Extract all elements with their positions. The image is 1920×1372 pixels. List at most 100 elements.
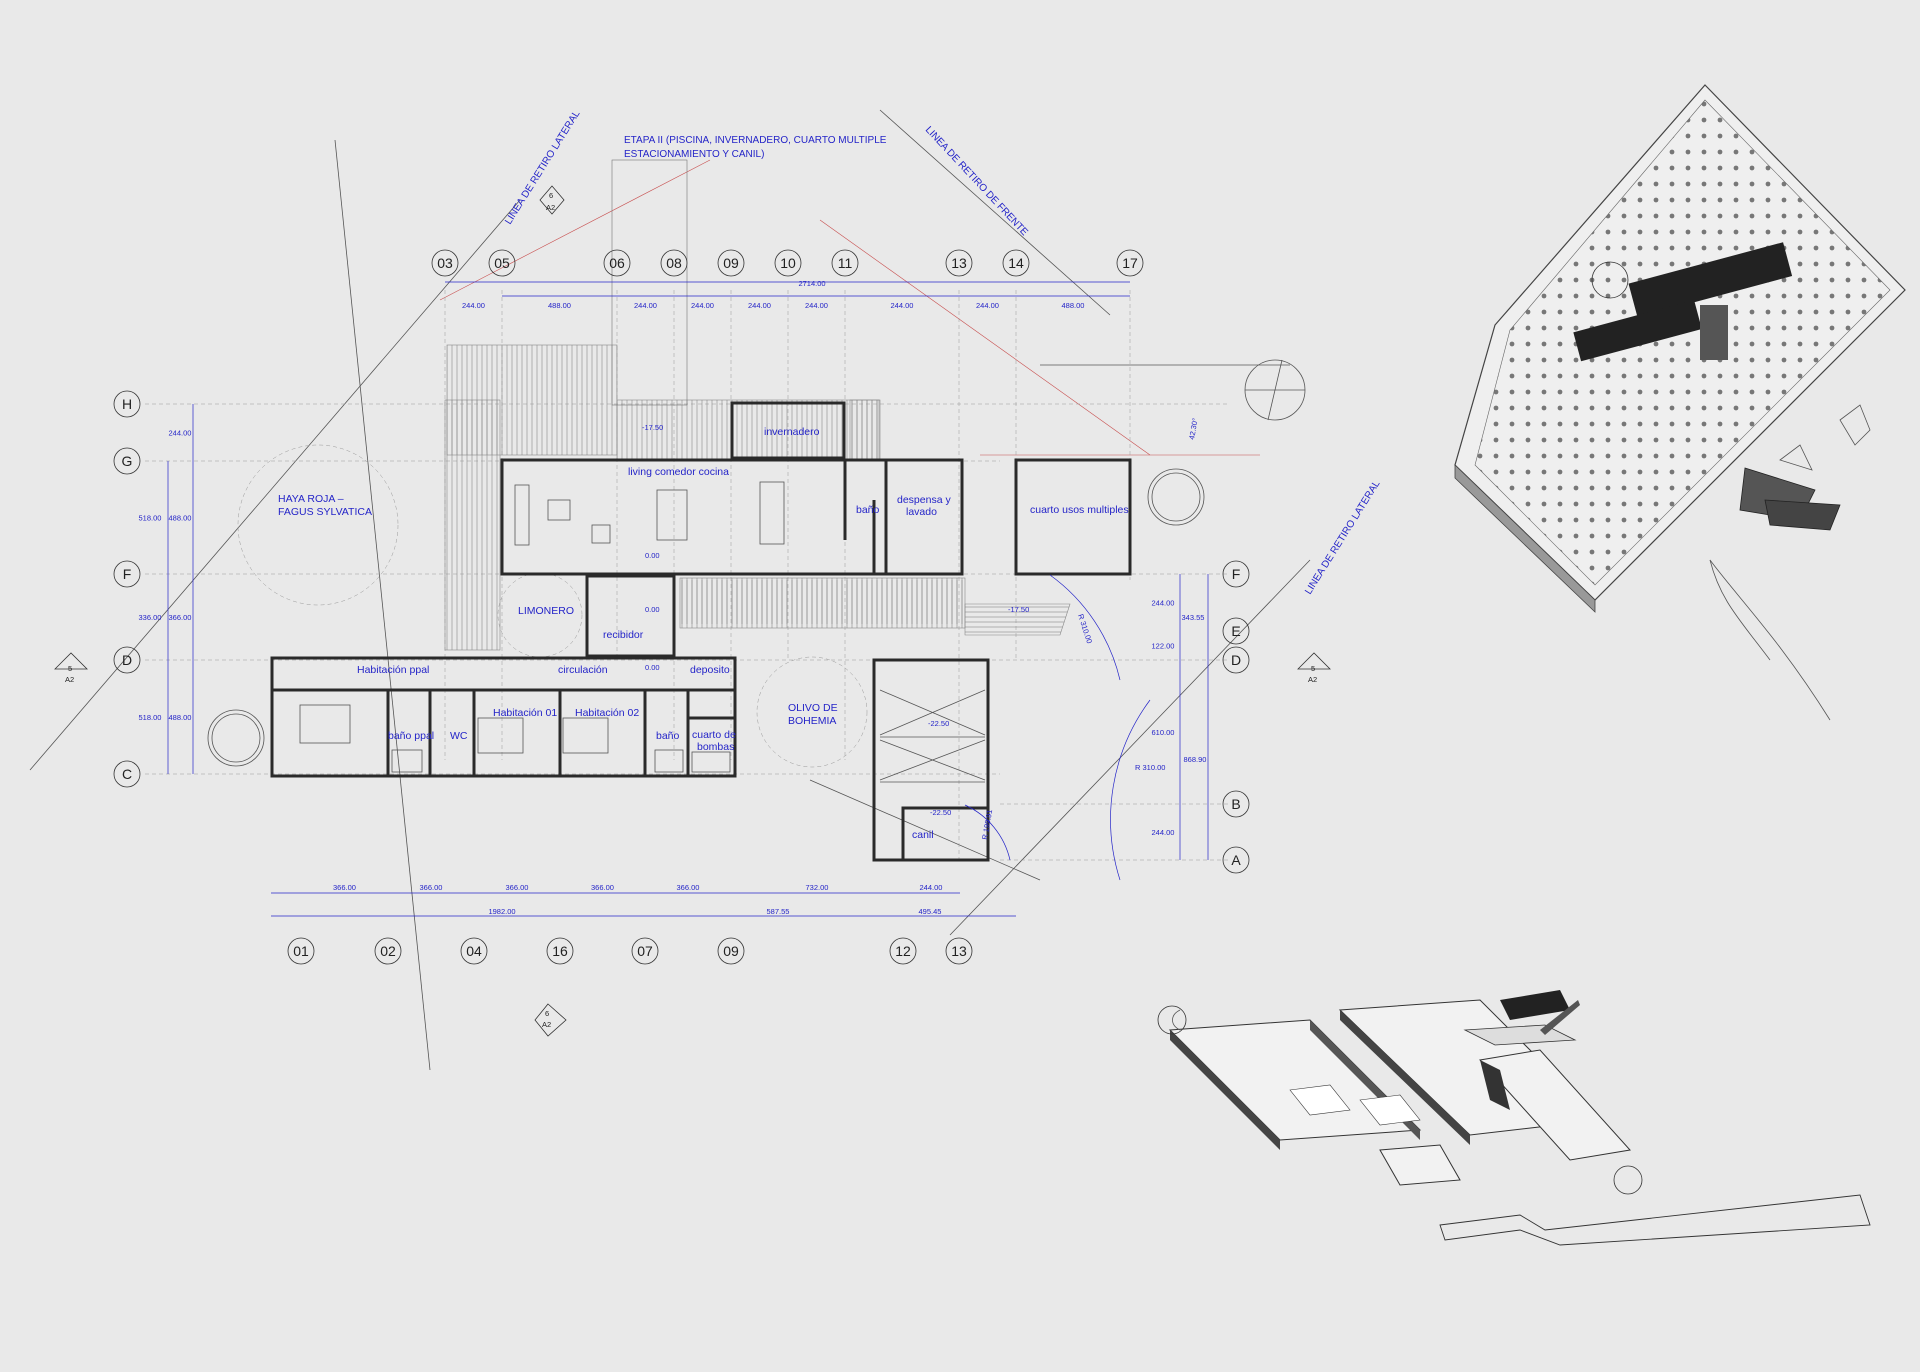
room-habitacion-02: Habitación 02 bbox=[575, 707, 639, 719]
olivo-tree bbox=[756, 656, 868, 768]
section-markers: 6 A2 6 A2 5 A2 5 A2 bbox=[54, 185, 1331, 1037]
setback-front-label: LINEA DE RETIRO DE FRENTE bbox=[923, 125, 1030, 239]
room-labels: invernadero living comedor cocina baño d… bbox=[357, 426, 1129, 841]
room-despensa-1: despensa y bbox=[897, 494, 951, 506]
dim-top-3: 244.00 bbox=[691, 301, 714, 310]
grid-axis-top-05: 05 bbox=[488, 249, 516, 277]
dim-top-total: 2714.00 bbox=[798, 279, 825, 288]
svg-text:04: 04 bbox=[466, 943, 482, 959]
room-recibidor: recibidor bbox=[603, 629, 644, 641]
stairs bbox=[680, 580, 965, 624]
section-marker-left: 5 A2 bbox=[54, 652, 88, 684]
svg-text:A: A bbox=[1231, 852, 1241, 868]
grid-axis-bottom-02: 02 bbox=[374, 937, 402, 965]
level-hall: 0.00 bbox=[645, 605, 660, 614]
svg-text:F: F bbox=[123, 566, 132, 582]
svg-text:D: D bbox=[1231, 652, 1241, 668]
grid-axis-right-A: A bbox=[1222, 846, 1250, 874]
dim-bottom-2: 366.00 bbox=[506, 883, 529, 892]
living-walls bbox=[500, 458, 964, 576]
dim-bottom-6: 244.00 bbox=[920, 883, 943, 892]
grid-axis-bottom-04: 04 bbox=[460, 937, 488, 965]
grid-axis-top-10: 10 bbox=[774, 249, 802, 277]
dim-right-outer-0: 343.55 bbox=[1182, 613, 1205, 622]
dim-top-8: 488.00 bbox=[1062, 301, 1085, 310]
svg-text:11: 11 bbox=[838, 255, 853, 271]
svg-text:A2: A2 bbox=[546, 203, 555, 212]
radius-2: R 310.00 bbox=[1135, 763, 1165, 772]
dim-bottom-5: 732.00 bbox=[806, 883, 829, 892]
grid-axis-right-B: B bbox=[1222, 790, 1250, 818]
fagus-label: FAGUS SYLVATICA bbox=[278, 506, 372, 518]
grid-axis-left-F: F bbox=[113, 560, 141, 588]
svg-text:D: D bbox=[122, 652, 132, 668]
dim-top-1: 488.00 bbox=[548, 301, 571, 310]
level-ramp: -17.50 bbox=[1008, 605, 1029, 614]
svg-text:09: 09 bbox=[723, 943, 739, 959]
svg-text:E: E bbox=[1231, 623, 1240, 639]
room-habitacion-01: Habitación 01 bbox=[493, 707, 557, 719]
dim-right-inner-3: 244.00 bbox=[1152, 828, 1175, 837]
section-marker-top: 6 A2 bbox=[539, 185, 565, 215]
setback-lines bbox=[29, 109, 1311, 1071]
dim-top-2: 244.00 bbox=[634, 301, 657, 310]
svg-text:02: 02 bbox=[380, 943, 396, 959]
level-canil: -22.50 bbox=[930, 808, 951, 817]
room-cuarto-usos: cuarto usos multiples bbox=[1030, 504, 1129, 516]
svg-text:6: 6 bbox=[545, 1009, 549, 1018]
svg-text:B: B bbox=[1231, 796, 1240, 812]
svg-text:5: 5 bbox=[1311, 664, 1315, 673]
dim-top-4: 244.00 bbox=[748, 301, 771, 310]
svg-text:F: F bbox=[1232, 566, 1241, 582]
grid-axis-bottom-12: 12 bbox=[889, 937, 917, 965]
dim-top-6: 244.00 bbox=[891, 301, 914, 310]
olivo-label-2: BOHEMIA bbox=[788, 715, 836, 727]
level-greenhouse: -17.50 bbox=[642, 423, 663, 432]
grid-axis-top-06: 06 bbox=[603, 249, 631, 277]
water-tank-right bbox=[1147, 468, 1205, 526]
svg-text:07: 07 bbox=[637, 943, 653, 959]
room-wc: WC bbox=[450, 730, 468, 742]
room-bombas-2: bombas bbox=[697, 741, 734, 753]
room-invernadero: invernadero bbox=[764, 426, 820, 438]
grid-axis-bottom-13: 13 bbox=[945, 937, 973, 965]
angle-mark: 42.30° bbox=[1187, 417, 1200, 440]
room-bano-ppal: baño ppal bbox=[388, 730, 434, 742]
dim-right-inner-1: 122.00 bbox=[1152, 642, 1175, 651]
grid-axis-top-09: 09 bbox=[717, 249, 745, 277]
level-circulation: 0.00 bbox=[645, 663, 660, 672]
deck-areas bbox=[444, 159, 1071, 651]
section-marker-bottom: 6 A2 bbox=[534, 1003, 567, 1037]
despensa-walls bbox=[884, 458, 964, 576]
room-circulacion: circulación bbox=[558, 664, 608, 676]
grid-axis-top-08: 08 bbox=[660, 249, 688, 277]
svg-text:14: 14 bbox=[1008, 255, 1024, 271]
multipurpose-walls bbox=[1014, 458, 1132, 576]
grid-axis-bottom-09: 09 bbox=[717, 937, 745, 965]
room-living: living comedor cocina bbox=[628, 466, 729, 478]
dim-left-inner-0: 244.00 bbox=[169, 429, 192, 438]
svg-text:10: 10 bbox=[780, 255, 796, 271]
setback-lateral-left-label: LINEA DE RETIRO LATERAL bbox=[503, 108, 583, 226]
grid-axis-top-17: 17 bbox=[1116, 249, 1144, 277]
canil-walls bbox=[901, 806, 990, 862]
dim-right-inner-2: 610.00 bbox=[1152, 728, 1175, 737]
setback-lateral-right-label: LINEA DE RETIRO LATERAL bbox=[1303, 478, 1383, 596]
room-bombas-1: cuarto de bbox=[692, 729, 736, 741]
site-axonometric bbox=[1454, 84, 1906, 613]
grid-axis-top-03: 03 bbox=[431, 249, 459, 277]
stage2-label-1: ETAPA II (PISCINA, INVERNADERO, CUARTO M… bbox=[624, 135, 887, 146]
svg-text:06: 06 bbox=[609, 255, 625, 271]
level-parking: -22.50 bbox=[928, 719, 949, 728]
radius-arcs bbox=[964, 574, 1151, 881]
dim-bottom-3: 366.00 bbox=[591, 883, 614, 892]
svg-text:5: 5 bbox=[68, 664, 72, 673]
radius-1: R 310.00 bbox=[1076, 613, 1094, 645]
dim-top-0: 244.00 bbox=[462, 301, 485, 310]
svg-text:6: 6 bbox=[549, 191, 553, 200]
haya-roja-label: HAYA ROJA – bbox=[278, 493, 344, 505]
svg-text:09: 09 bbox=[723, 255, 739, 271]
dim-left-outer-0: 518.00 bbox=[139, 514, 162, 523]
